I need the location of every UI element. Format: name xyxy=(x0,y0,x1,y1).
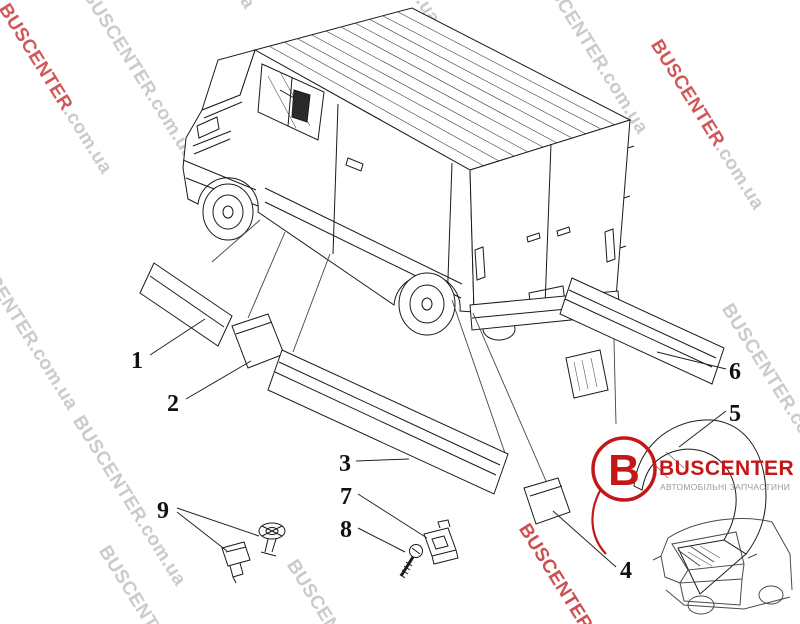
logo-name: BUSCENTER xyxy=(659,457,794,480)
part-label-1: 1 xyxy=(131,348,143,374)
van-front-wheel xyxy=(202,183,254,241)
van-body-side xyxy=(182,49,475,313)
van-mirror xyxy=(291,89,311,123)
van-sketch xyxy=(652,518,793,615)
part-2-molding xyxy=(231,313,285,369)
van-illustration xyxy=(182,7,635,341)
logo-tagline: АВТОМОБІЛЬНІ ЗАПЧАСТИНИ xyxy=(660,482,790,492)
part-label-6: 6 xyxy=(729,359,741,385)
part-label-9: 9 xyxy=(157,498,169,524)
part-label-4: 4 xyxy=(620,558,632,584)
van-roof-ribs xyxy=(268,11,616,167)
part-8-screw xyxy=(399,544,423,579)
part-label-7: 7 xyxy=(340,484,352,510)
part-5-fender-panel xyxy=(633,419,767,595)
logo-monogram: B xyxy=(608,446,640,495)
label-leader-lines xyxy=(149,318,727,568)
buscenter-logo: B BUSCENTER АВТОМОБІЛЬНІ ЗАПЧАСТИНИ xyxy=(591,436,794,555)
part-labels: 1 2 3 4 5 6 7 8 9 xyxy=(131,348,741,584)
part-6-molding xyxy=(559,277,725,399)
van-windshield xyxy=(201,49,256,111)
part-label-2: 2 xyxy=(167,391,179,417)
part-7-clip xyxy=(423,519,459,565)
part-9-fasteners xyxy=(221,522,286,584)
part-label-8: 8 xyxy=(340,517,352,543)
part-3-molding xyxy=(267,349,509,495)
part-label-5: 5 xyxy=(729,401,741,427)
logo-swoosh xyxy=(591,488,607,555)
part-label-3: 3 xyxy=(339,451,351,477)
van-rear-wheel xyxy=(398,272,456,336)
logo-emblem-circle xyxy=(591,436,657,502)
part-4-molding xyxy=(523,477,571,525)
part-1-molding xyxy=(139,262,233,347)
